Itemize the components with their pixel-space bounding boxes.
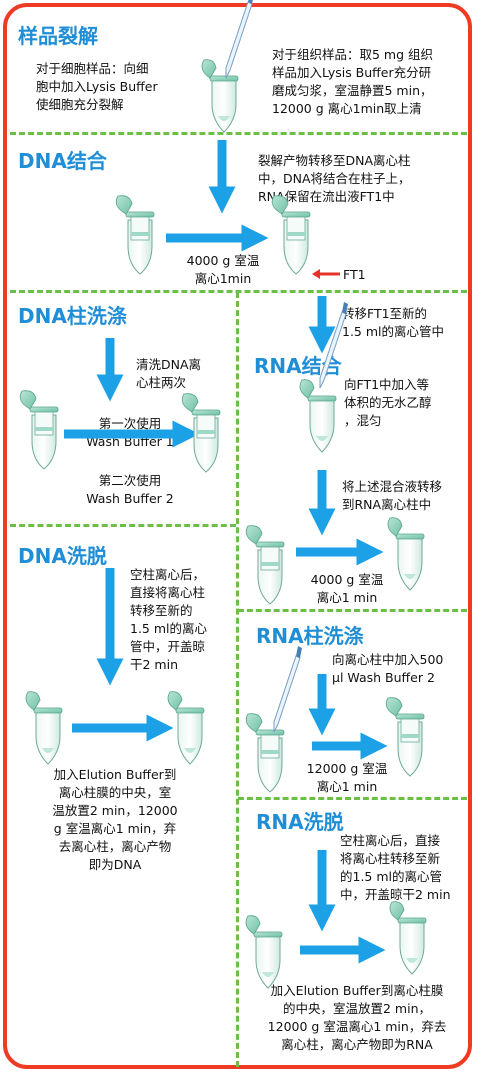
rna-elution-desc: 空柱离心后，直接 将离心柱转移至新 的1.5 ml的离心管 中，开盖晾干2 mi… — [340, 833, 451, 902]
dna-binding-centrifuge: 4000 g 室温 离心1min — [186, 253, 260, 286]
rna-to-column-text: 将上述混合液转移 到RNA离心柱中 — [342, 479, 443, 512]
lysis-tube-icon — [201, 59, 239, 133]
tissue-sample-text: 对于组织样品：取5 mg 组织 样品加入Lysis Buffer充分研 磨成匀浆… — [272, 47, 434, 116]
dna-binding-column-icon — [115, 195, 155, 275]
dna-wash-second: 第二次使用 Wash Buffer 2 — [86, 473, 174, 506]
section-title-rna-elution: RNA洗脱 — [256, 810, 344, 834]
dna-binding-result-icon — [271, 195, 311, 275]
rna-binding-column-icon — [245, 525, 285, 605]
section-title-rna-wash: RNA柱洗涤 — [256, 624, 364, 648]
outer-border — [3, 3, 472, 1069]
ft1-label: FT1 — [343, 267, 366, 282]
divider-lysis-dna — [10, 132, 467, 135]
dna-wash-result-icon — [181, 393, 221, 473]
dna-wash-column-icon — [19, 390, 59, 470]
section-title-sample-lysis: 样品裂解 — [18, 24, 98, 48]
dna-wash-desc: 清洗DNA离 心柱两次 — [136, 357, 202, 390]
dna-elution-tube-icon — [25, 691, 63, 765]
rna-wash-column-icon — [245, 713, 285, 793]
section-title-dna-wash: DNA柱洗涤 — [18, 304, 127, 328]
divider-rna-wash-elution — [238, 797, 467, 800]
rna-elution-tube-icon — [245, 915, 283, 989]
dna-elution-desc: 空柱离心后， 直接将离心柱 转移至新的 1.5 ml的离心 管中，开盖晾 干2 … — [130, 567, 208, 672]
ft1-arrowhead-icon — [312, 269, 320, 279]
rna-elution-result-icon — [389, 901, 427, 975]
divider-vertical — [236, 292, 239, 1067]
dna-elution-result-icon — [167, 691, 205, 765]
rna-wash-pipette-icon — [273, 645, 303, 733]
rna-wash-desc: 向离心柱中加入500 µl Wash Buffer 2 — [332, 652, 444, 685]
lysis-pipette-icon — [225, 0, 255, 79]
dna-elution-final: 加入Elution Buffer到 离心柱膜的中央，室 温放置2 min，120… — [52, 767, 178, 872]
divider-dna-binding — [10, 290, 467, 293]
divider-dna-wash-elution — [10, 524, 236, 527]
rna-elution-final: 加入Elution Buffer到离心柱膜 的中央，室温放置2 min， 120… — [267, 983, 447, 1052]
rna-ethanol-text: 向FT1中加入等 体积的无水乙醇 ，混匀 — [344, 377, 432, 428]
rna-ethanol-tube-icon — [299, 379, 337, 453]
section-title-dna-elution: DNA洗脱 — [18, 544, 107, 568]
rna-wash-centrifuge: 12000 g 室温 离心1 min — [306, 761, 388, 794]
section-title-dna-binding: DNA结合 — [18, 149, 107, 173]
rna-wash-result-icon — [385, 697, 425, 777]
cell-sample-text: 对于细胞样品：向细 胞中加入Lysis Buffer 使细胞充分裂解 — [36, 61, 158, 112]
divider-rna-binding-wash — [238, 609, 467, 612]
rna-transfer-text: 转移FT1至新的 1.5 ml的离心管中 — [342, 306, 445, 339]
dna-binding-desc: 裂解产物转移至DNA离心柱 中，DNA将结合在柱子上， RNA保留在流出液FT1… — [258, 153, 411, 204]
rna-binding-centrifuge: 4000 g 室温 离心1 min — [310, 572, 384, 605]
rna-binding-result-icon — [387, 517, 425, 591]
